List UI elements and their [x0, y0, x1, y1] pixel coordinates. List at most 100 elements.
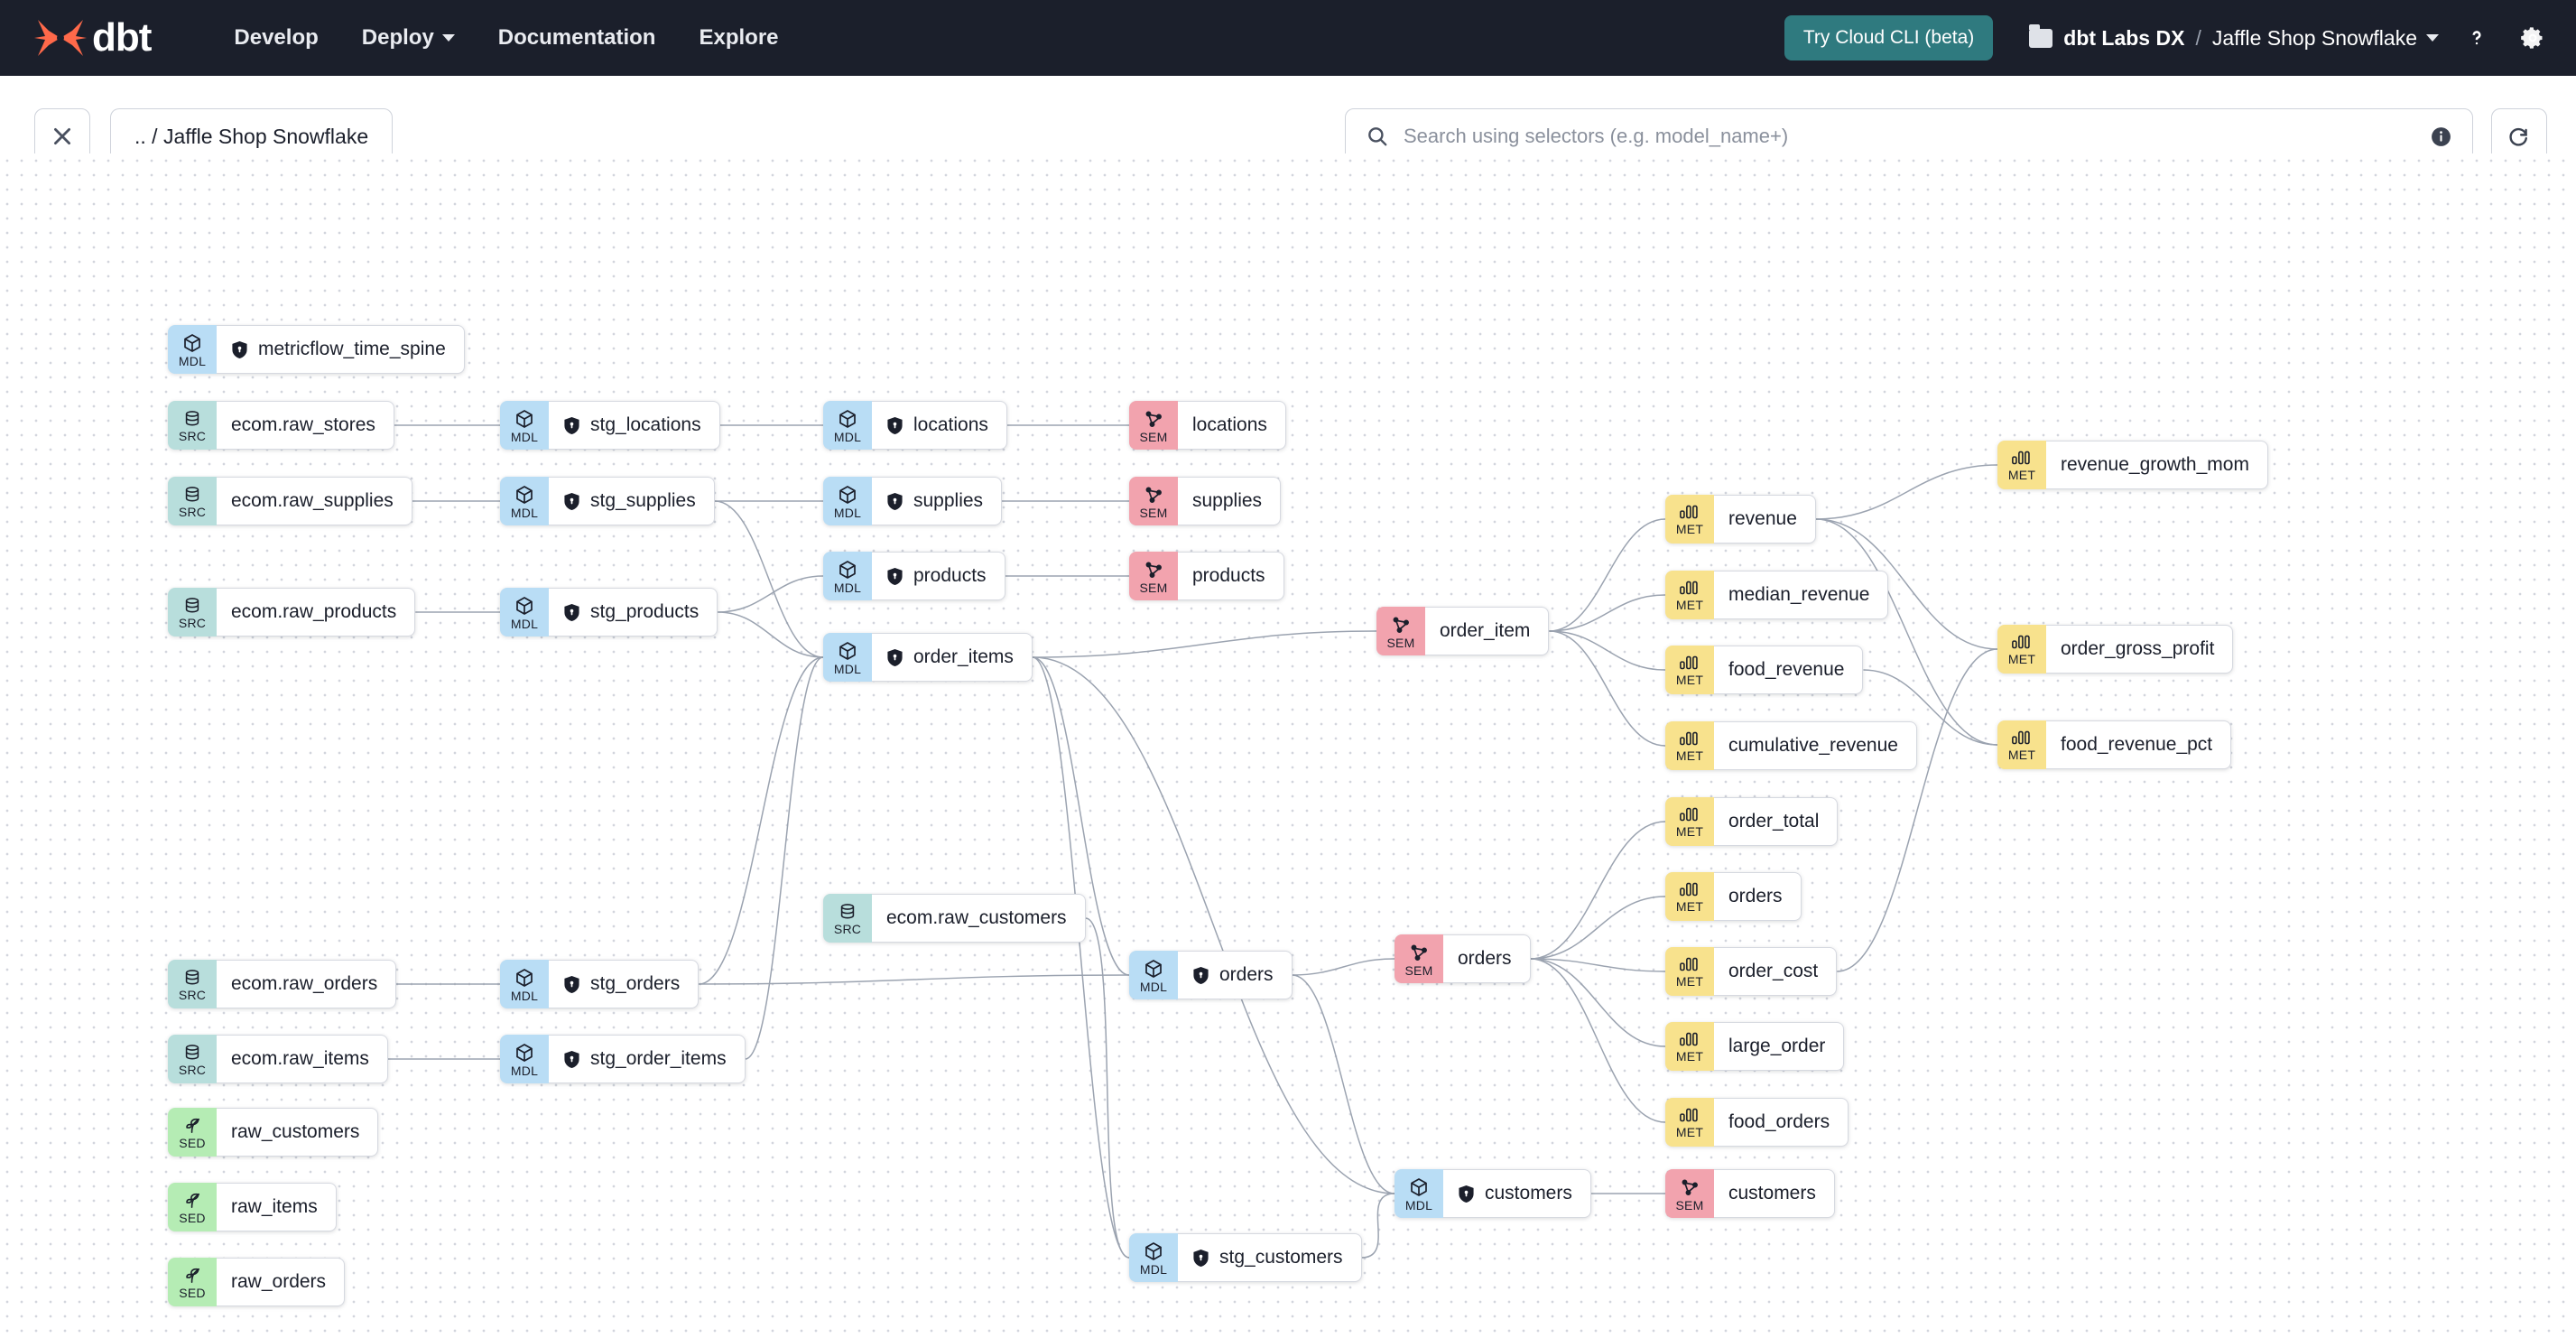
node-label: ecom.raw_stores	[231, 414, 375, 435]
node-type-code: MET	[2007, 652, 2036, 666]
node-body: orders	[1443, 934, 1531, 983]
nav-explore[interactable]: Explore	[677, 16, 800, 60]
node-type-code: SRC	[178, 615, 207, 630]
lineage-edge	[1032, 656, 1395, 1194]
mdl-type-icon: MDL	[823, 401, 872, 450]
contract-shield-icon	[1459, 1185, 1474, 1203]
node-type-code: MDL	[1139, 1261, 1168, 1277]
node-type-code: SRC	[178, 987, 207, 1002]
node-type-code: MDL	[510, 988, 539, 1003]
node-body: locations	[872, 401, 1007, 450]
node-label: order_cost	[1728, 961, 1819, 981]
breadcrumb-org[interactable]: dbt Labs DX	[2063, 25, 2185, 50]
node-body: customers	[1443, 1169, 1591, 1218]
node-type-code: MET	[2007, 748, 2036, 762]
nav-deploy[interactable]: Deploy	[340, 16, 477, 60]
node-type-code: MDL	[178, 353, 207, 368]
contract-shield-icon	[1193, 966, 1209, 984]
graph-node-met_revenue[interactable]: MET revenue	[1665, 495, 1816, 544]
contract-shield-icon	[232, 340, 247, 358]
mdl-type-icon: MDL	[500, 401, 549, 450]
lineage-edge	[1530, 896, 1666, 960]
lineage-edge	[745, 656, 824, 1060]
graph-node-supplies[interactable]: MDL supplies	[823, 477, 1003, 525]
node-body: cumulative_revenue	[1714, 721, 1917, 770]
mdl-type-icon: MDL	[1395, 1169, 1443, 1218]
graph-node-met_order_cost[interactable]: MET order_cost	[1665, 947, 1838, 996]
nav-documentation[interactable]: Documentation	[477, 16, 678, 60]
node-label: median_revenue	[1728, 584, 1870, 605]
node-label: supplies	[1192, 490, 1263, 511]
lineage-edge	[1530, 821, 1666, 960]
met-type-icon: MET	[1665, 947, 1714, 996]
graph-node-ecom_raw_products[interactable]: SRC ecom.raw_products	[168, 588, 416, 636]
graph-node-met_cumulative_revenue[interactable]: MET cumulative_revenue	[1665, 721, 1917, 770]
lineage-edge	[1530, 958, 1666, 972]
node-type-code: MET	[1675, 522, 1704, 536]
node-body: ecom.raw_stores	[217, 401, 394, 450]
refresh-icon	[2509, 127, 2527, 146]
mdl-type-icon: MDL	[823, 477, 872, 525]
dbt-logo-icon	[34, 20, 87, 56]
nav-develop[interactable]: Develop	[212, 16, 339, 60]
breadcrumb-separator: /	[2195, 25, 2201, 50]
node-body: ecom.raw_products	[217, 588, 416, 636]
node-label: supplies	[913, 490, 984, 511]
settings-gear-icon[interactable]	[2515, 20, 2551, 56]
node-label: revenue	[1728, 508, 1797, 529]
info-icon[interactable]	[2430, 125, 2452, 148]
node-body: order_items	[872, 633, 1033, 682]
node-type-code: MET	[1675, 824, 1704, 839]
node-label: stg_products	[590, 601, 700, 622]
node-label: raw_items	[231, 1196, 318, 1217]
nav-deploy-label: Deploy	[361, 25, 434, 50]
node-label: locations	[1192, 414, 1267, 435]
node-label: ecom.raw_supplies	[231, 490, 394, 511]
search-input[interactable]	[1404, 125, 2415, 148]
dbt-logo-link[interactable]: dbt	[32, 15, 152, 60]
met-type-icon: MET	[1997, 625, 2046, 674]
node-type-code: MET	[1675, 748, 1704, 763]
node-body: ecom.raw_supplies	[217, 477, 412, 525]
help-icon[interactable]	[2459, 20, 2495, 56]
sed-type-icon: SED	[168, 1258, 217, 1306]
breadcrumb-project[interactable]: Jaffle Shop Snowflake	[2212, 26, 2439, 51]
try-cloud-cli-button[interactable]: Try Cloud CLI (beta)	[1784, 15, 1994, 60]
